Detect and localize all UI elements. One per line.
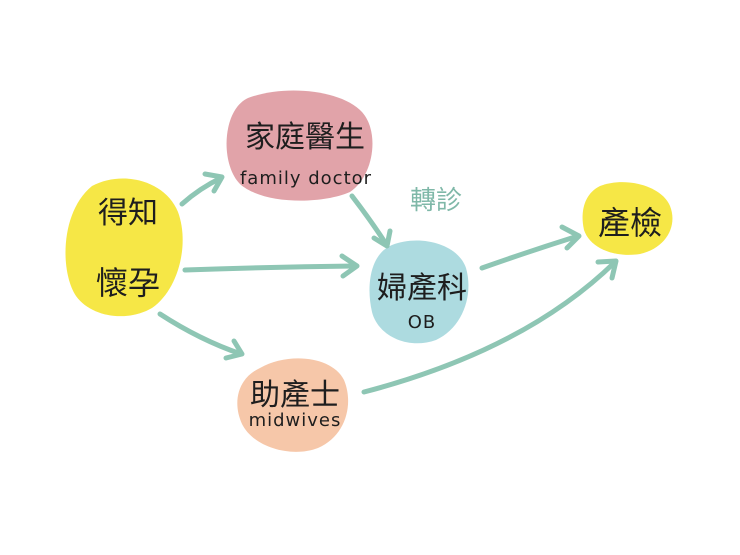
- arrow-family-doctor-to-obgyn: [349, 193, 393, 249]
- transfer-label: 轉診: [409, 186, 462, 216]
- obgyn-label: 婦產科: [377, 271, 467, 306]
- family-doctor-label: 家庭醫生: [245, 120, 365, 155]
- learn-pregnant-label-line1: 得知: [98, 196, 158, 231]
- midwives-label: 助產士: [250, 378, 340, 413]
- learn-pregnant-label-line2: 懷孕: [95, 264, 160, 302]
- midwives-blob: [237, 358, 349, 452]
- arrow-learn-to-midwives: [157, 311, 245, 361]
- learn-pregnant-blob: [65, 178, 183, 317]
- family-doctor-english-label: family doctor: [239, 168, 373, 189]
- arrow-midwives-to-prenatal-checkup: [361, 258, 619, 395]
- family-doctor-blob: [226, 90, 373, 201]
- prenatal-checkup-blob: [582, 182, 673, 255]
- prenatal-checkup-label: 產檢: [597, 204, 662, 242]
- midwives-english-label: midwives: [248, 410, 342, 431]
- obgyn-english-label: OB: [407, 312, 437, 333]
- obgyn-blob: [369, 240, 469, 344]
- arrow-learn-to-family-doctor: [179, 171, 225, 207]
- arrow-learn-to-obgyn: [182, 253, 360, 279]
- arrow-obgyn-to-prenatal-checkup: [479, 224, 582, 271]
